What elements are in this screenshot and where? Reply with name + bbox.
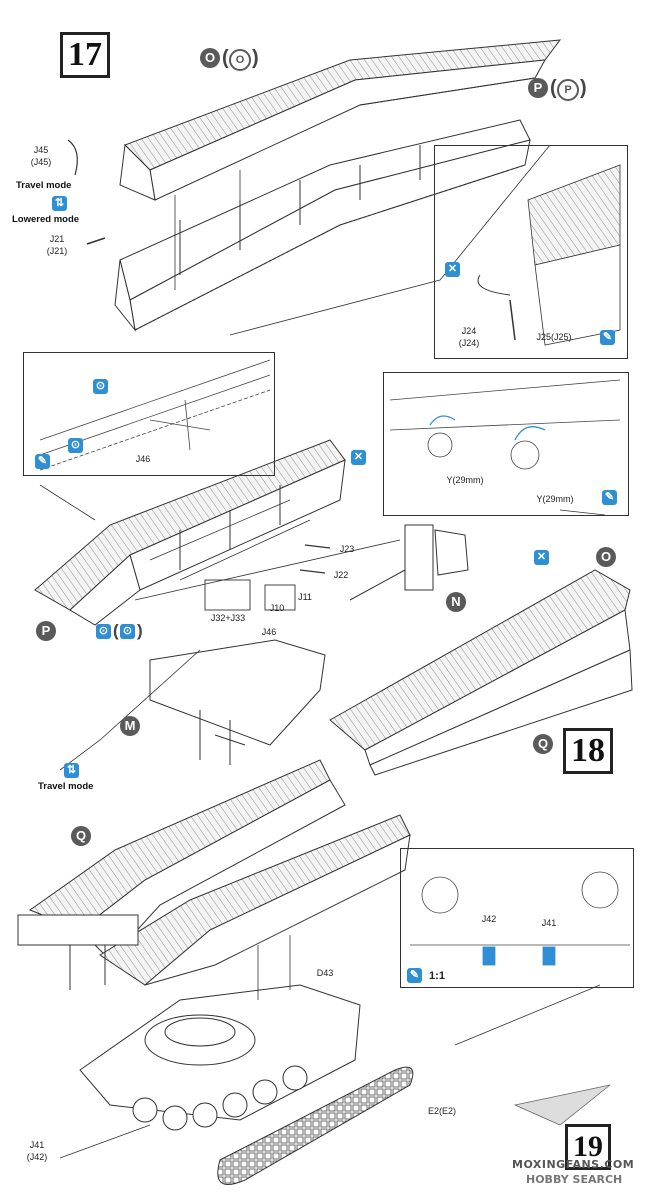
decal-icon: ⊙ <box>93 379 108 394</box>
watermark-line2: HOBBY SEARCH <box>526 1173 623 1186</box>
cement-icon: ✕ <box>534 550 549 565</box>
cement-icon: ✕ <box>445 262 460 277</box>
part-label-j46-inset: J46 <box>135 454 151 464</box>
inset-top-right-art <box>477 164 621 346</box>
bridge-assembled <box>17 759 411 990</box>
callout-q: Q <box>71 826 91 846</box>
part-label-j45-alt: (J45) <box>30 157 52 167</box>
paren-open: ( <box>113 621 119 640</box>
inset-detail-art <box>410 871 630 966</box>
part-label-j10: J10 <box>269 603 285 613</box>
paren-close: ) <box>580 77 587 99</box>
paint-brush-icon: ✎ <box>600 330 615 345</box>
inset-detail <box>400 848 634 988</box>
part-label-j22: J22 <box>333 570 349 580</box>
callout-o: O <box>596 547 616 567</box>
callout-m: M <box>120 716 140 736</box>
paper-plane-mark <box>513 1084 611 1126</box>
part-label-y-2: Y(29mm) <box>536 494 574 504</box>
callout-p-alt: P <box>557 79 579 101</box>
callout-p: P <box>36 621 56 641</box>
travel-mode-label: Travel mode <box>16 180 72 191</box>
paint-brush-icon: ✎ <box>407 968 422 983</box>
scale-label: 1:1 <box>429 970 445 982</box>
tank <box>79 984 361 1131</box>
callout-q: Q <box>533 734 553 754</box>
paren-open: ( <box>550 77 557 99</box>
decal-icon-alt: ⊙ <box>120 624 135 639</box>
step-19-box: 19 <box>565 1124 611 1170</box>
part-label-j21: J21 <box>49 234 65 244</box>
part-label-j25: J25(J25) <box>536 332 572 342</box>
bridge-upper-half <box>119 39 562 201</box>
ramp-p <box>34 439 346 626</box>
paint-brush-icon: ✎ <box>602 490 617 505</box>
part-label-j21-alt: (J21) <box>46 246 68 256</box>
part-label-j24: J24 <box>461 326 477 336</box>
part-label-y-1: Y(29mm) <box>446 475 484 485</box>
paren-open: ( <box>222 47 229 69</box>
travel-mode-label: Travel mode <box>38 781 94 792</box>
track-e2 <box>217 1066 414 1185</box>
part-label-j41-bottom-alt: (J42) <box>26 1152 48 1162</box>
part-label-j41-bottom: J41 <box>29 1140 45 1150</box>
lowered-mode-label: Lowered mode <box>12 214 80 225</box>
cement-icon: ✕ <box>351 450 366 465</box>
inset-right-art <box>389 379 621 470</box>
part-label-j24-alt: (J24) <box>458 338 480 348</box>
frame-n <box>349 524 469 601</box>
inset-left <box>23 352 275 476</box>
paren-close: ) <box>252 47 259 69</box>
watermark-line1: MOXINGFANS.COM <box>512 1158 635 1171</box>
step-18-box: 18 <box>563 728 613 774</box>
part-label-j46-mid: J46 <box>261 627 277 637</box>
part-label-j42-detail: J42 <box>481 914 497 924</box>
callout-o: O <box>200 48 220 68</box>
decal-icon-2: ⊙ <box>68 438 83 453</box>
part-label-d43: D43 <box>316 968 334 978</box>
paint-brush-icon: ✎ <box>35 454 50 469</box>
callout-p: P <box>528 78 548 98</box>
part-label-j41-detail: J41 <box>541 918 557 928</box>
callout-n: N <box>446 592 466 612</box>
decal-icon: ⊙ <box>96 624 111 639</box>
inset-top-right <box>434 145 628 359</box>
part-label-j32-j33: J32+J33 <box>210 613 246 623</box>
callout-o-alt: O <box>229 49 251 71</box>
part-label-e2: E2(E2) <box>427 1106 456 1116</box>
inset-right <box>383 372 629 516</box>
mode-switch-icon: ⇅ <box>52 196 67 211</box>
ramp-o <box>329 569 633 776</box>
step-17-box: 17 <box>60 32 110 78</box>
structure-m <box>149 639 326 765</box>
paren-close: ) <box>137 621 143 640</box>
part-label-j23: J23 <box>339 544 355 554</box>
part-label-j45: J45 <box>33 145 49 155</box>
part-label-j11: J11 <box>298 592 312 602</box>
mode-switch-icon: ⇅ <box>64 763 79 778</box>
